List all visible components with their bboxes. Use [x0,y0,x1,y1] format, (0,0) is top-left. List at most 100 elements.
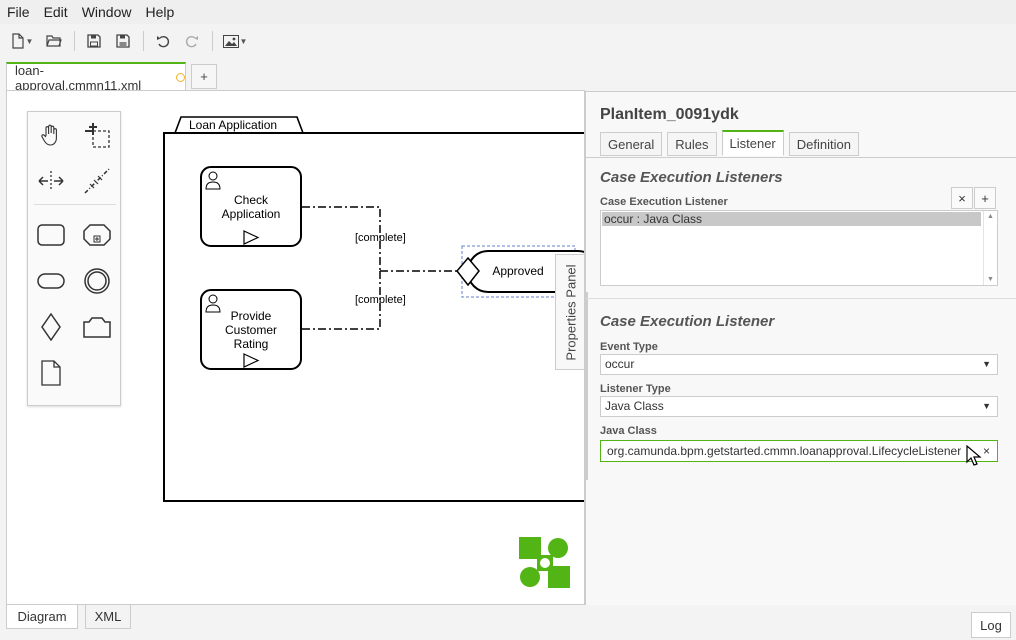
listener-type-value: Java Class [605,399,664,413]
properties-title: PlanItem_0091ydk [600,106,739,123]
camunda-logo-icon [519,537,570,588]
create-event-listener-tool[interactable] [80,264,114,298]
list-item[interactable]: occur : Java Class [602,212,981,226]
listbox-scrollbar[interactable]: ▲ ▼ [983,211,997,285]
clear-input-button[interactable]: × [982,444,990,458]
diagram-canvas[interactable]: Loan Application Check Application Provi… [6,90,585,605]
event-type-label: Event Type [600,341,658,353]
create-case-file-item-tool[interactable] [80,310,114,344]
space-tool[interactable] [34,164,68,198]
panel-scroll-indicator [585,292,588,480]
tool-palette [27,111,121,406]
entry-criterion-diamond [456,256,480,287]
toolbar-separator [212,31,213,51]
listener-list[interactable]: occur : Java Class ▲ ▼ [600,210,998,286]
space-tool-icon [38,171,64,191]
toolbar-separator [143,31,144,51]
task-icon [37,224,65,246]
human-task-icon [205,294,221,313]
open-folder-icon [46,35,62,47]
connector-2 [302,271,381,330]
hand-tool[interactable] [34,118,68,152]
chevron-down-icon: ▼ [982,401,991,411]
milestone-label: Approved [492,264,543,278]
add-listener-button[interactable]: + [974,187,996,209]
menu-bar: File Edit Window Help [0,0,1016,24]
manual-start-icon [243,353,260,368]
scroll-up-icon[interactable]: ▲ [987,213,994,220]
event-type-select[interactable]: occur ▼ [600,354,998,375]
undo-icon [157,35,170,48]
tab-diagram[interactable]: Diagram [6,605,78,629]
chevron-down-icon: ▼ [982,359,991,369]
new-file-icon [11,33,24,49]
file-tab-bar: loan-approval.cmmn11.xml + [0,60,1016,93]
properties-panel: PlanItem_0091ydk General Rules Listener … [585,91,1016,605]
lasso-icon [85,123,110,148]
java-class-input[interactable]: org.camunda.bpm.getstarted.cmmn.loanappr… [600,440,998,462]
export-image-button[interactable]: ▼ [221,30,249,52]
group-title-listeners: Case Execution Listeners [600,169,783,186]
task2-line2: Customer [225,323,277,337]
menu-edit[interactable]: Edit [43,4,68,20]
group-title-listener: Case Execution Listener [600,313,775,330]
create-criterion-tool[interactable] [34,310,68,344]
create-stage-tool[interactable] [80,218,114,252]
bottom-bar: Diagram XML Log [0,605,1016,640]
menu-help[interactable]: Help [145,4,175,20]
remove-listener-button[interactable]: × [951,187,973,209]
palette-separator [34,204,116,205]
new-file-button[interactable]: ▼ [8,30,36,52]
listener-type-select[interactable]: Java Class ▼ [600,396,998,417]
tab-general[interactable]: General [600,132,663,156]
connect-tool[interactable] [80,164,114,198]
mouse-pointer-icon [966,445,982,466]
diamond-icon [41,313,61,341]
save-as-button[interactable] [112,30,134,52]
human-task-icon [205,171,221,190]
task-provide-customer-rating [200,289,302,370]
folder-icon [83,317,111,338]
task1-line1: Check [234,193,269,207]
add-tab-button[interactable]: + [191,64,217,89]
event-listener-icon [84,268,110,294]
file-tab-label: loan-approval.cmmn11.xml [15,62,142,93]
chevron-down-icon: ▼ [239,36,248,46]
file-tab[interactable]: loan-approval.cmmn11.xml [6,62,186,93]
tabs-divider [586,157,1016,158]
save-button[interactable] [83,30,105,52]
sentry-label-1: [complete] [355,232,406,244]
tab-xml[interactable]: XML [85,605,131,629]
undo-button[interactable] [152,30,174,52]
scroll-down-icon[interactable]: ▼ [987,276,994,283]
open-button[interactable] [43,30,65,52]
stage-tab [174,116,304,134]
java-class-label: Java Class [600,425,657,437]
image-export-icon [222,34,239,48]
task1-line2: Application [222,207,281,221]
create-milestone-tool[interactable] [34,264,68,298]
milestone-icon [37,273,65,289]
hand-icon [41,124,57,146]
tab-rules[interactable]: Rules [667,132,717,156]
toolbar-separator [74,31,75,51]
create-plan-fragment-tool[interactable] [34,356,68,390]
lasso-tool[interactable] [80,118,114,152]
stage-icon [83,224,111,246]
tab-listener[interactable]: Listener [721,130,784,156]
listener-type-label: Listener Type [600,383,671,395]
create-task-tool[interactable] [34,218,68,252]
menu-window[interactable]: Window [81,4,132,20]
properties-panel-toggle[interactable]: Properties Panel [555,254,584,370]
chevron-down-icon: ▼ [25,36,34,46]
log-button[interactable]: Log [971,612,1011,638]
properties-panel-toggle-label: Properties Panel [564,263,579,361]
java-class-value: org.camunda.bpm.getstarted.cmmn.loanappr… [607,444,962,458]
redo-button[interactable] [181,30,203,52]
unsaved-indicator-icon [176,73,185,82]
diagram-svg: Loan Application Check Application Provi… [163,116,584,502]
group-divider [586,298,1016,299]
tab-definition[interactable]: Definition [788,132,859,156]
menu-file[interactable]: File [7,4,30,20]
toolbar: ▼ ▼ [0,24,1016,58]
